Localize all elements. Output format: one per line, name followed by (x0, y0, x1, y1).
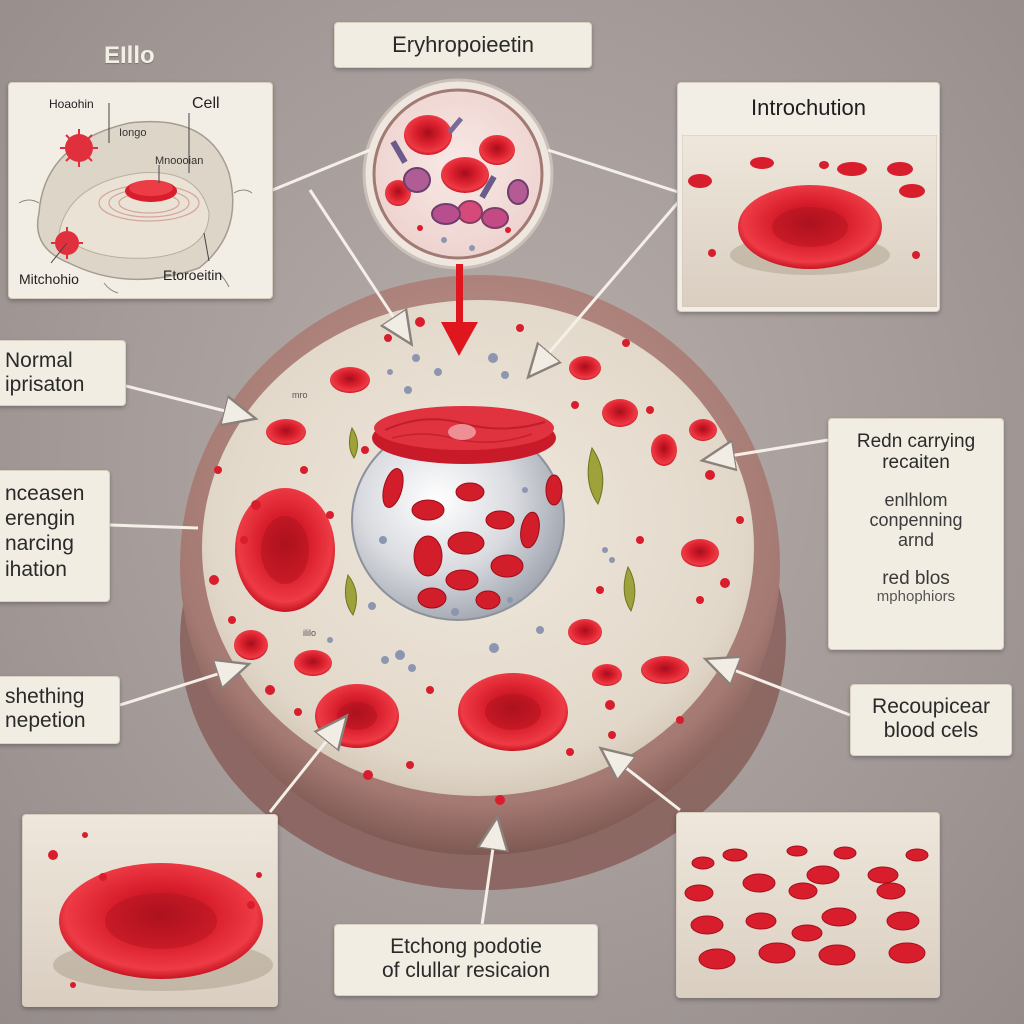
label-shething: shething nepetion (0, 676, 120, 744)
label-bottom: Etchong podotie of clullar resicaion (334, 924, 598, 996)
cell-inner-text-b: ililo (303, 628, 316, 638)
corner-text: EIllo (104, 42, 155, 69)
introduction-panel: Introchution (677, 82, 940, 312)
schematic-label-cell: Cell (192, 95, 220, 112)
label-carrying: Redn carrying recaiten enlhlom conpennin… (828, 418, 1004, 650)
label-increase-line-1: nceasen (5, 482, 85, 505)
schematic-label-longo: Iongo (119, 127, 147, 139)
label-redblos-line-1: red blos (882, 568, 950, 589)
introduction-title: Introchution (751, 95, 866, 120)
cytoplasm-granules (327, 353, 615, 672)
label-bottom-line-2: of clullar resicaion (381, 958, 551, 982)
label-increase-line-3: narcing (5, 532, 74, 556)
label-enlhlom-line-1: enlhlom (884, 489, 948, 510)
cytoplasm-dots (209, 317, 744, 805)
label-enlhlom-line-3: arnd (897, 529, 935, 550)
nucleus (351, 406, 565, 621)
label-shething-line-1: shething (5, 685, 85, 708)
label-redblos-line-2: mphophiors (876, 588, 956, 606)
label-enlhlom-line-2: conpenning (869, 509, 963, 530)
cell-inner-text-a: mro (292, 390, 308, 400)
label-carrying-line-2: recaiten (882, 452, 950, 474)
label-shething-line-2: nepetion (5, 708, 86, 732)
label-normal: Normal iprisaton (0, 340, 126, 406)
schematic-label-hoaohin: Hoaohin (49, 97, 94, 111)
intro-rbc-view (682, 135, 937, 307)
label-increase-line-4: ihation (5, 557, 67, 581)
cytoplasm-rbcs (234, 356, 719, 751)
epo-magnified-view (362, 78, 554, 270)
schematic-label-etoroeitin: Etoroeitin (163, 267, 223, 283)
label-normal-line-1: Normal (5, 349, 73, 372)
schematic-label-mid: Mnoooian (155, 155, 204, 167)
label-recoupicear: Recoupicear blood cels (850, 684, 1012, 756)
pointer-lines (109, 148, 851, 926)
single-rbc-panel (22, 814, 278, 1007)
label-recoupicear-line-1: Recoupicear (872, 695, 990, 718)
label-carrying-line-1: Redn carrying (856, 431, 976, 452)
label-increase: nceasen erengin narcing ihation (0, 470, 110, 602)
title-text: Eryhropoieetin (392, 31, 534, 57)
many-rbc-view (677, 813, 939, 997)
cell-schematic-panel: Hoaohin Cell Iongo Mnoooian Mitchohio Et… (8, 82, 273, 299)
label-normal-line-2: iprisaton (5, 372, 85, 396)
label-bottom-line-1: Etchong podotie (390, 935, 542, 958)
many-rbc-panel (676, 812, 940, 998)
title-label: Eryhropoieetin (334, 22, 592, 68)
label-increase-line-2: erengin (5, 507, 76, 531)
single-rbc-view (23, 815, 277, 1006)
red-down-arrow (441, 264, 478, 356)
label-recoupicear-line-2: blood cels (883, 718, 979, 742)
schematic-label-mitchohio: Mitchohio (19, 271, 79, 287)
cell-schematic (18, 103, 253, 294)
